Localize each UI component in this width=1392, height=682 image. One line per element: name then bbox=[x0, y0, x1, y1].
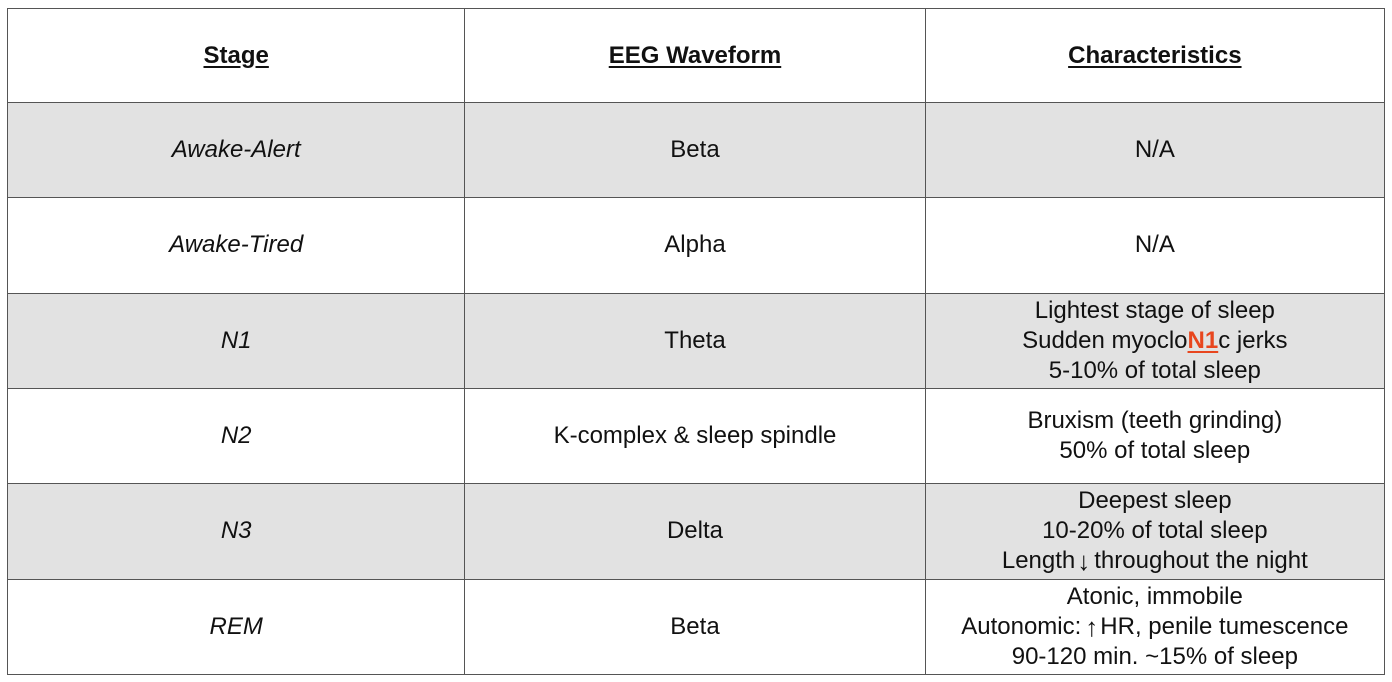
characteristics-cell: N/A bbox=[924, 197, 1386, 294]
characteristics-cell: N/A bbox=[924, 101, 1386, 199]
characteristic-line: Autonomic:↑HR, penile tumescence bbox=[926, 612, 1384, 642]
eeg-waveform-cell: Theta bbox=[464, 292, 926, 389]
header-stage: Stage bbox=[6, 8, 466, 103]
highlighted-n1-text: N1 bbox=[1187, 326, 1219, 354]
stage-cell: N1 bbox=[6, 292, 466, 389]
characteristic-line: N/A bbox=[1134, 231, 1175, 259]
eeg-waveform-cell: Delta bbox=[464, 483, 926, 580]
characteristic-line: Sudden myocloN1c jerks bbox=[926, 326, 1384, 356]
characteristic-text: Length bbox=[1001, 547, 1076, 575]
characteristic-line: N/A bbox=[1134, 136, 1175, 164]
characteristic-line: 5-10% of total sleep bbox=[1048, 356, 1261, 384]
down-arrow-icon: ↓ bbox=[1077, 546, 1091, 577]
characteristic-line: 50% of total sleep bbox=[1059, 437, 1251, 465]
header-eeg-waveform: EEG Waveform bbox=[464, 8, 926, 103]
characteristic-line: 10-20% of total sleep bbox=[1042, 517, 1268, 545]
characteristic-text: c jerks bbox=[1218, 326, 1288, 354]
sleep-stages-table: Stage EEG Waveform Characteristics Awake… bbox=[6, 8, 1386, 676]
characteristics-cell: Bruxism (teeth grinding)50% of total sle… bbox=[924, 387, 1386, 485]
header-row: Stage EEG Waveform Characteristics bbox=[6, 8, 1386, 103]
characteristic-line: 90-120 min. ~15% of sleep bbox=[1011, 642, 1298, 670]
stage-cell: Awake-Alert bbox=[6, 101, 466, 199]
stage-cell: N3 bbox=[6, 483, 466, 580]
characteristic-line: Lightest stage of sleep bbox=[1034, 296, 1275, 324]
characteristic-text: throughout the night bbox=[1094, 547, 1308, 575]
characteristic-line: Length↓throughout the night bbox=[926, 546, 1384, 576]
characteristic-text: Autonomic: bbox=[961, 612, 1082, 640]
eeg-waveform-cell: K-complex & sleep spindle bbox=[464, 387, 926, 485]
stage-cell: Awake-Tired bbox=[6, 197, 466, 294]
stage-cell: N2 bbox=[6, 387, 466, 485]
eeg-waveform-cell: Alpha bbox=[464, 197, 926, 294]
stage-cell: REM bbox=[6, 578, 466, 676]
up-arrow-icon: ↑ bbox=[1085, 611, 1099, 642]
header-characteristics: Characteristics bbox=[924, 8, 1386, 103]
characteristic-line: Bruxism (teeth grinding) bbox=[1027, 407, 1283, 435]
characteristic-text: HR, penile tumescence bbox=[1100, 612, 1349, 640]
eeg-waveform-cell: Beta bbox=[464, 101, 926, 199]
characteristic-line: Atonic, immobile bbox=[1066, 582, 1243, 610]
characteristic-text: Sudden myoclo bbox=[1022, 326, 1188, 354]
characteristic-line: Deepest sleep bbox=[1078, 487, 1232, 515]
eeg-waveform-cell: Beta bbox=[464, 578, 926, 676]
